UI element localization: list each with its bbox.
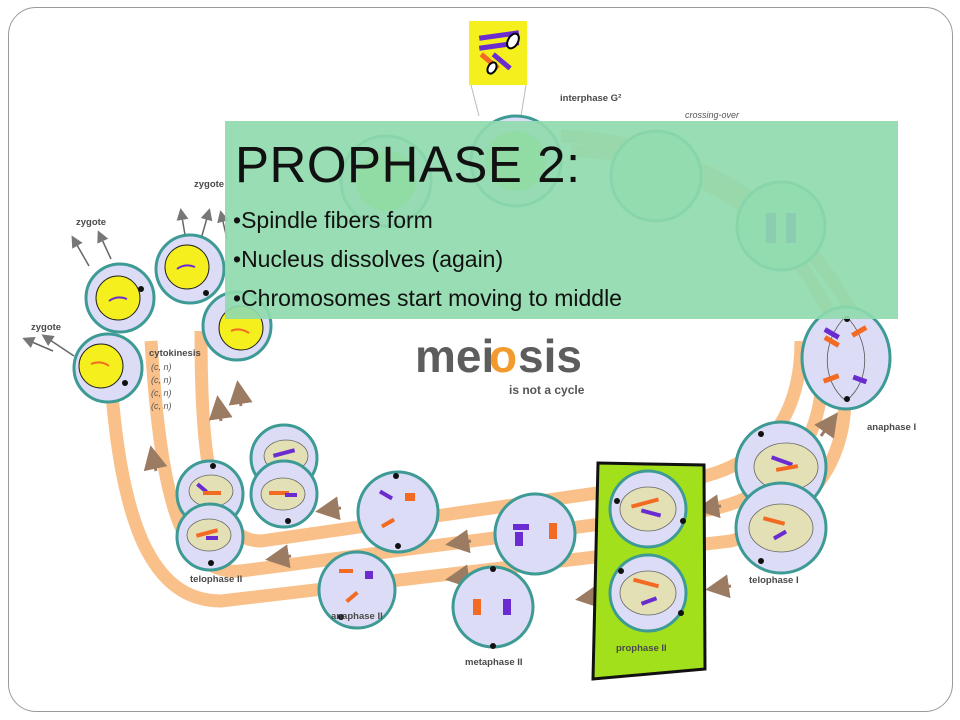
label-metaphase-2: metaphase II (465, 657, 523, 668)
slide: interphase G² crossing-over anaphase I t… (8, 7, 953, 712)
label-zygote-1: zygote (76, 217, 106, 228)
label-prophase-2: prophase II (616, 643, 667, 654)
label-cytokinesis-note-4: (c, n) (151, 401, 172, 411)
label-telophase-1: telophase I (749, 575, 799, 586)
label-crossing-over: crossing-over (685, 110, 740, 120)
brand-text-part1: mei (415, 330, 494, 382)
bullet-nucleus-dissolves: Nucleus dissolves (again) (233, 240, 622, 279)
prophase-ii-highlight (591, 461, 707, 681)
label-cytokinesis-note-2: (c, n) (151, 375, 172, 385)
label-anaphase-2: anaphase II (331, 611, 383, 622)
label-cytokinesis-note-3: (c, n) (151, 388, 172, 398)
label-anaphase-1: anaphase I (867, 422, 916, 433)
bullet-chromosomes-moving: Chromosomes start moving to middle (233, 279, 622, 318)
label-zygote-2: zygote (194, 179, 224, 190)
gamete-cells (72, 233, 273, 404)
meiosis-diagram: interphase G² crossing-over anaphase I t… (22, 21, 916, 681)
stage-labels: interphase G² crossing-over anaphase I t… (31, 93, 916, 668)
label-telophase-2: telophase II (190, 574, 242, 585)
telophase-ii-cells (175, 423, 319, 572)
anaphase-ii-cells (317, 470, 440, 630)
crossing-over-inset (469, 21, 527, 117)
prophase-2-overlay: PROPHASE 2: Spindle fibers form Nucleus … (225, 121, 898, 319)
metaphase-ii-cells (451, 492, 577, 649)
label-zygote-3: zygote (31, 322, 61, 333)
telophase-i-cells (734, 420, 828, 575)
bullet-list: Spindle fibers form Nucleus dissolves (a… (233, 201, 622, 318)
bullet-spindle-fibers: Spindle fibers form (233, 201, 622, 240)
label-interphase-g2: interphase G² (560, 93, 621, 104)
brand-tagline: is not a cycle (509, 383, 585, 397)
brand-text-highlight: o (489, 330, 517, 382)
label-cytokinesis-note-1: (c, n) (151, 362, 172, 372)
anaphase-i-cell (800, 305, 892, 411)
brand-text-part2: sis (518, 330, 582, 382)
meiosis-brand: mei o sis is not a cycle (415, 330, 585, 397)
slide-title: PROPHASE 2: (235, 136, 581, 193)
label-cytokinesis: cytokinesis (149, 348, 201, 359)
